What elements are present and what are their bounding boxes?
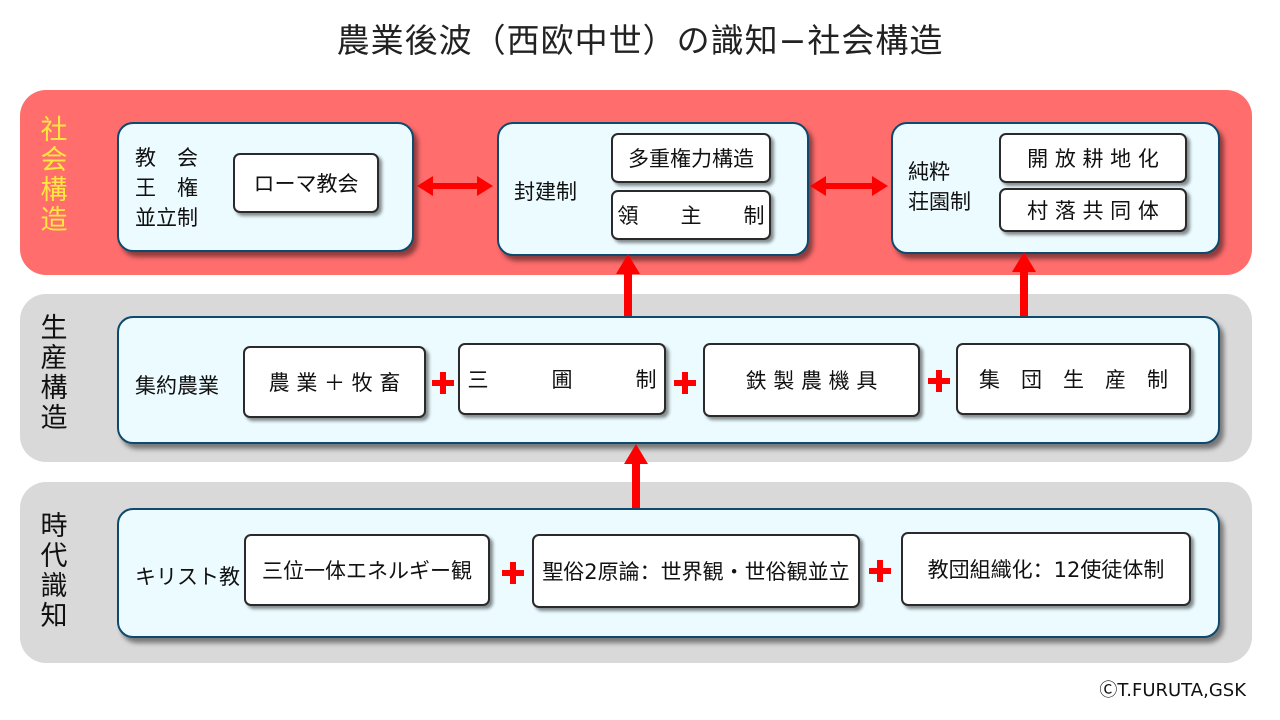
production-box-text: 集 団 生 産 制 <box>979 368 1168 392</box>
feudalism-label: 封建制 <box>514 180 577 204</box>
double-arrow-right <box>810 176 888 196</box>
production-box-three-field: 三 圃 制 <box>458 343 666 415</box>
era-box-church-organization: 教団組織化：12使徒体制 <box>901 532 1191 606</box>
production-box-collective-production: 集 団 生 産 制 <box>956 343 1191 415</box>
production-box-text: 農 業 ＋ 牧 畜 <box>268 371 401 395</box>
plus-icon <box>928 370 950 392</box>
era-box-text: 教団組織化：12使徒体制 <box>927 558 1165 582</box>
manor-box-text: 開 放 耕 地 化 <box>1027 147 1159 171</box>
church-state-line: 教 会 <box>135 146 198 170</box>
feudal-box-text: 多重権力構造 <box>628 147 754 171</box>
intensive-agriculture-label: 集約農業 <box>135 374 219 398</box>
manor-box-text: 村 落 共 同 体 <box>1027 199 1159 223</box>
plus-icon <box>869 560 891 582</box>
plus-icon <box>502 562 524 584</box>
arrow-production-to-manor <box>1012 252 1036 336</box>
feudal-box-text: 領 主 制 <box>617 204 765 228</box>
production-box-text: 鉄 製 農 機 具 <box>745 369 878 393</box>
arrow-era-to-production <box>624 444 648 530</box>
plus-icon <box>674 372 696 394</box>
church-state-line: 並立制 <box>135 206 198 230</box>
church-state-label: 教 会 王 権 並立制 <box>135 143 198 233</box>
era-box-text: 聖俗2原論：世界観・世俗観並立 <box>542 560 850 584</box>
plus-icon <box>432 372 454 394</box>
era-box-trinity: 三位一体エネルギー観 <box>244 534 490 606</box>
era-cognition-label: 時代識知 <box>40 511 68 632</box>
era-box-sacred-secular: 聖俗2原論：世界観・世俗観並立 <box>532 534 860 608</box>
feudal-box-multi-power: 多重権力構造 <box>611 133 771 183</box>
manor-box-open-field: 開 放 耕 地 化 <box>999 133 1187 183</box>
production-box-agri-livestock: 農 業 ＋ 牧 畜 <box>243 346 426 418</box>
feudal-box-lordship: 領 主 制 <box>611 190 771 240</box>
production-box-text: 三 圃 制 <box>467 368 657 392</box>
social-structure-label: 社会構造 <box>40 115 68 236</box>
roman-church-text: ローマ教会 <box>253 172 359 196</box>
copyright-text: ⒸT.FURUTA,GSK <box>1099 680 1246 701</box>
manor-label: 純粋 荘園制 <box>908 157 971 217</box>
manor-label-line: 荘園制 <box>908 190 971 214</box>
double-arrow-left <box>417 176 493 196</box>
manor-box-village-community: 村 落 共 同 体 <box>999 188 1187 232</box>
christianity-label: キリスト教 <box>135 565 240 589</box>
era-box-text: 三位一体エネルギー観 <box>262 559 472 583</box>
production-box-iron-tools: 鉄 製 農 機 具 <box>703 343 920 417</box>
page-title: 農業後波（西欧中世）の識知−社会構造 <box>336 21 944 60</box>
manor-label-line: 純粋 <box>908 160 950 184</box>
arrow-production-to-feudalism <box>616 254 640 336</box>
production-structure-label: 生産構造 <box>40 313 68 434</box>
roman-church-box: ローマ教会 <box>233 153 379 213</box>
church-state-line: 王 権 <box>135 176 198 200</box>
